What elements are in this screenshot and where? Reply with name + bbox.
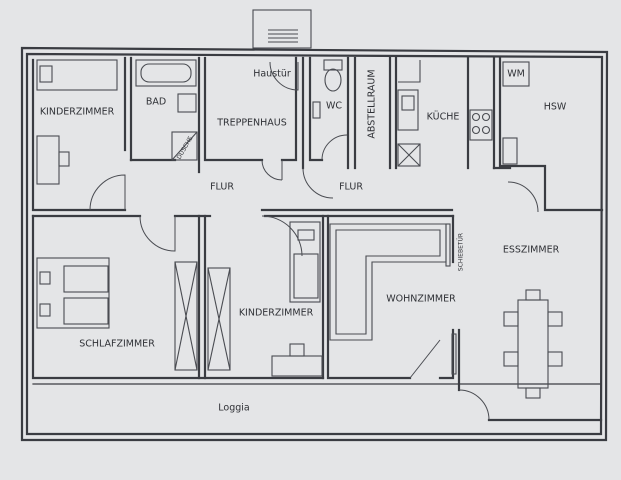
washing-machine bbox=[502, 61, 530, 87]
room-label-wc: WC bbox=[326, 101, 342, 112]
room-label-flur-left: FLUR bbox=[210, 182, 234, 193]
room-label-flur-right: FLUR bbox=[339, 182, 363, 193]
room-label-kinderzimmer-bottom: KINDERZIMMER bbox=[239, 308, 314, 319]
exterior-walls bbox=[20, 46, 609, 442]
desk-kinderzimmer-1 bbox=[36, 135, 70, 185]
room-label-wm: WM bbox=[507, 69, 525, 80]
wardrobe-schlafzimmer bbox=[174, 261, 198, 371]
kitchen-counter bbox=[397, 60, 493, 167]
corner-sofa bbox=[329, 223, 447, 341]
label-schiebetuer: SCHIEBETÜR bbox=[458, 233, 465, 271]
room-label-kueche: KÜCHE bbox=[427, 112, 460, 123]
room-label-abstellraum: ABSTELLRAUM bbox=[367, 69, 378, 138]
room-label-esszimmer: ESSZIMMER bbox=[503, 245, 560, 256]
room-label-kinderzimmer-top: KINDERZIMMER bbox=[40, 107, 115, 118]
door-swings bbox=[89, 61, 539, 421]
room-label-treppenhaus: TREPPENHAUS bbox=[216, 118, 287, 129]
room-label-bad: BAD bbox=[146, 97, 166, 108]
room-label-hsw: HSW bbox=[544, 102, 567, 113]
double-bed bbox=[36, 257, 110, 329]
washbasin-wc bbox=[312, 101, 321, 119]
interior-walls bbox=[31, 56, 604, 422]
hsw-sink bbox=[502, 137, 518, 165]
washbasin-bad bbox=[177, 93, 197, 113]
toilet bbox=[323, 59, 343, 92]
room-label-loggia: Loggia bbox=[218, 403, 249, 414]
dusche-label: DUSCHE bbox=[176, 135, 195, 161]
entrance-canopy bbox=[252, 9, 312, 49]
shower: DUSCHE bbox=[171, 131, 198, 161]
bathtub bbox=[135, 59, 197, 87]
bed-kinderzimmer-2 bbox=[289, 221, 321, 303]
dining-table bbox=[503, 289, 563, 399]
wardrobe-kinderzimmer-2 bbox=[207, 267, 231, 371]
bed-kinderzimmer-1 bbox=[36, 59, 118, 91]
desk-kinderzimmer-2 bbox=[271, 343, 323, 377]
room-label-wohnzimmer: WOHNZIMMER bbox=[386, 294, 456, 305]
room-label-haustuer: Haustür bbox=[253, 69, 291, 80]
sliding-door bbox=[445, 223, 457, 375]
room-label-schlafzimmer: SCHLAFZIMMER bbox=[79, 339, 155, 350]
